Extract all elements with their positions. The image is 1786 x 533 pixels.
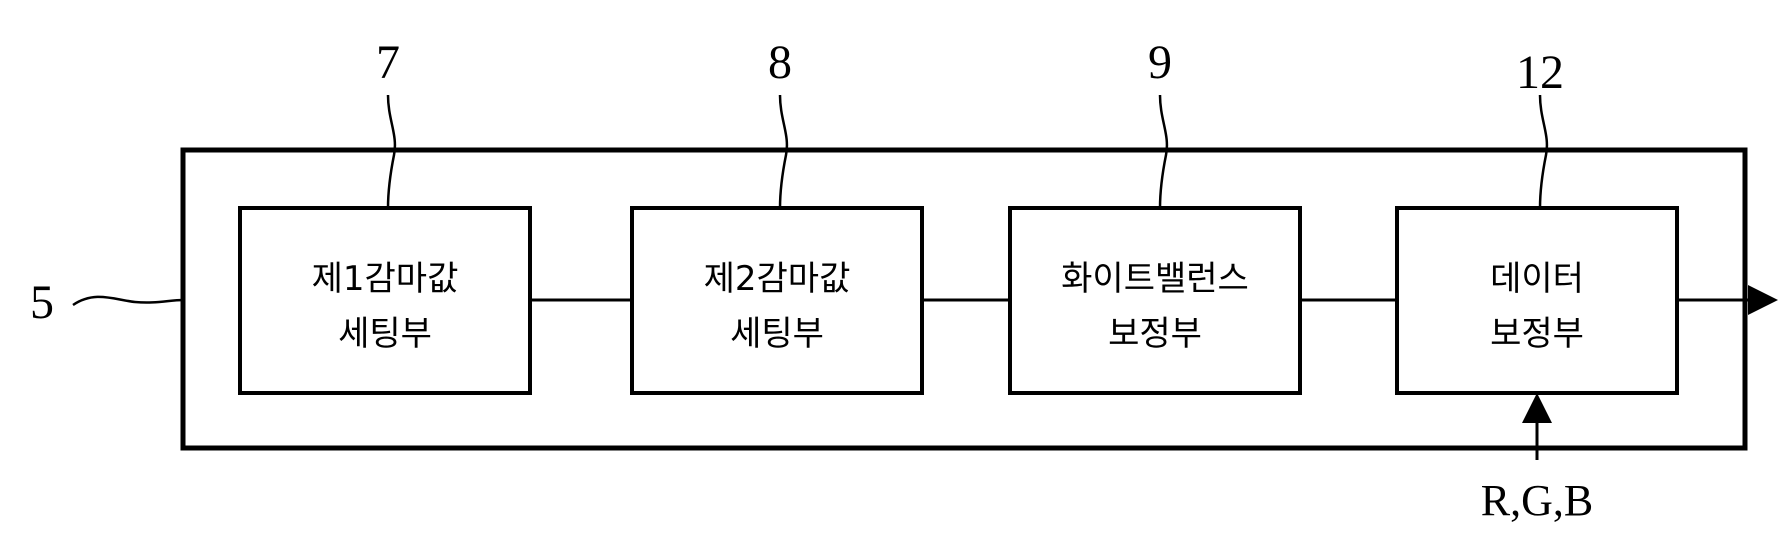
rgb-input-label: R,G,B bbox=[1481, 476, 1593, 525]
leader-line-5 bbox=[73, 297, 183, 305]
block-first-gamma-line1: 제1감마값 bbox=[312, 259, 459, 299]
ref-label-7: 7 bbox=[376, 36, 400, 89]
block-second-gamma-setting bbox=[632, 208, 922, 393]
block-white-balance-line2: 보정부 bbox=[1108, 314, 1202, 354]
block-first-gamma-line2: 세팅부 bbox=[338, 314, 432, 354]
ref-label-5: 5 bbox=[30, 276, 54, 329]
block-data-correction-line1: 데이터 bbox=[1490, 259, 1584, 299]
block-second-gamma-line1: 제2감마값 bbox=[704, 259, 851, 299]
block-data-correction-line2: 보정부 bbox=[1490, 314, 1584, 354]
ref-label-9: 9 bbox=[1148, 36, 1172, 89]
block-white-balance-line1: 화이트밸런스 bbox=[1061, 259, 1249, 299]
block-first-gamma-setting bbox=[240, 208, 530, 393]
block-data-correction bbox=[1397, 208, 1677, 393]
block-second-gamma-line2: 세팅부 bbox=[730, 314, 824, 354]
block-white-balance-correction bbox=[1010, 208, 1300, 393]
ref-label-12: 12 bbox=[1516, 46, 1564, 99]
ref-label-8: 8 bbox=[768, 36, 792, 89]
